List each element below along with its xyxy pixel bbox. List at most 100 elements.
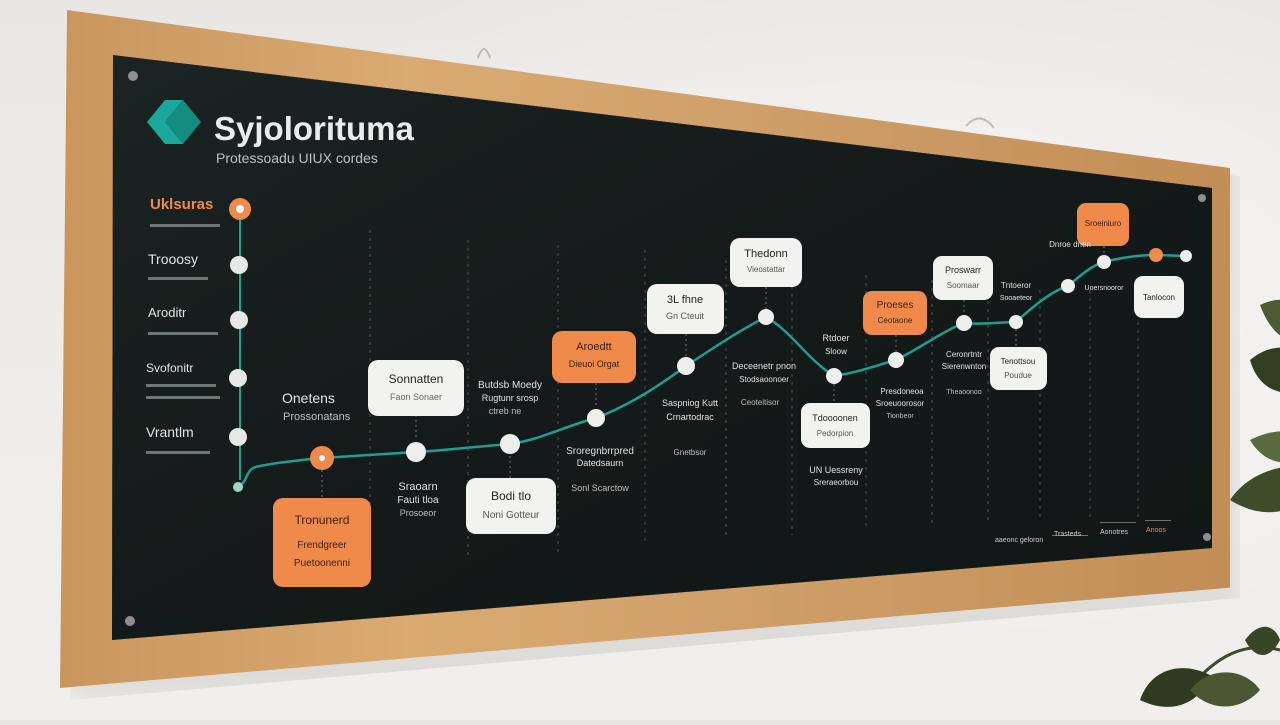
card-title: Proswarr xyxy=(945,265,981,275)
card-line: Noni Gotteur xyxy=(483,510,540,521)
brand-title: Syjolorituma xyxy=(214,110,415,147)
journey-node xyxy=(758,309,774,325)
journey-nodes xyxy=(310,248,1192,470)
step-label-line: Sloow xyxy=(825,347,847,356)
step-label-line: Saspniog Kutt xyxy=(662,398,719,408)
step-label-3: Saspniog Kutt Crnartodrac Gnetbsor xyxy=(662,398,719,457)
step-label-4: Deceenetr pnon Stodsaoonoer Ceoteitisor xyxy=(732,361,796,407)
step-label-8: Ceronrtntr Sierenwnton Theaoonoo xyxy=(942,350,986,396)
footer-item-3: Anoos xyxy=(1146,527,1166,534)
board-sheen xyxy=(112,55,1212,640)
legend-label-1: Trooosy xyxy=(148,251,198,267)
leaf-icon xyxy=(1250,431,1280,462)
card-11[interactable]: Tanlocon xyxy=(1134,276,1184,318)
journey-node xyxy=(1061,279,1075,293)
card-line: Pedorpion xyxy=(817,429,853,438)
hook-icon xyxy=(477,48,491,59)
step-label-line: Sierenwnton xyxy=(942,362,986,371)
footer-item-2: Aonotres xyxy=(1100,529,1129,536)
card-4[interactable]: 3L fhne Gn Cteuit xyxy=(647,284,724,334)
step-label-line: UN Uessreny xyxy=(809,465,863,475)
step-label-line: Sraoarn xyxy=(398,481,437,493)
journey-node xyxy=(406,442,426,462)
card-6[interactable]: Proeses Ceotaone xyxy=(863,291,927,335)
legend-subline xyxy=(146,396,220,399)
journey-path xyxy=(237,253,1187,489)
card-title: Tdoooonen xyxy=(812,413,858,423)
footer-item-1: Trasteds xyxy=(1054,531,1081,538)
screw-icon xyxy=(1203,533,1211,541)
card-title: Aroedtt xyxy=(576,341,611,353)
step-label-line: Deceenetr pnon xyxy=(732,361,796,371)
journey-node xyxy=(1149,248,1163,262)
step-label-line: Butdsb Moedy xyxy=(478,380,542,391)
screw-icon xyxy=(1198,194,1206,202)
screw-icon xyxy=(128,71,138,81)
hook-icon xyxy=(965,117,995,129)
step-label-line: Datedsaurn xyxy=(577,458,624,468)
step-label-2: Sroregnbrrpred Datedsaurn Sonl Scarctow xyxy=(566,446,634,493)
legend-subline xyxy=(146,384,216,387)
step-label-5: Rtdoer Sloow xyxy=(822,333,849,356)
step-label-line: Sooaeteor xyxy=(1000,295,1033,302)
step-label-7: Presdoneoa Sroeuoorosor Tionbeor xyxy=(876,387,925,420)
legend-dot xyxy=(230,311,248,329)
leaf-icon xyxy=(1250,347,1280,392)
card-title: Tanlocon xyxy=(1143,293,1175,302)
legend-label-0: Uklsuras xyxy=(150,196,213,213)
legend-subline xyxy=(150,224,220,227)
step-label-9: Tntoeror Sooaeteor xyxy=(1000,281,1033,302)
legend-label-2: Aroditr xyxy=(148,305,187,320)
card-line: Faon Sonaer xyxy=(390,392,442,402)
leaf-icon xyxy=(1245,626,1280,655)
journey-node xyxy=(1009,315,1023,329)
legend-label-4: Vrantlm xyxy=(146,424,194,440)
card-line: Puetoonenni xyxy=(294,558,350,569)
card-1[interactable]: Sonnatten Faon Sonaer xyxy=(368,360,464,416)
step-label-line: Dnroe dnen xyxy=(1049,240,1091,249)
journey-node xyxy=(888,352,904,368)
step-label-10: Dnroe dnen Uoersnooror xyxy=(1049,240,1124,292)
step-label-line: Ceoteitisor xyxy=(741,398,780,407)
path-start-dot xyxy=(233,482,243,492)
card-title: Sonnatten xyxy=(389,372,444,386)
card-line: Soomaar xyxy=(947,281,980,290)
step-label-0: Sraoarn Fauti tloa Prosoeor xyxy=(397,481,439,518)
card-2[interactable]: Bodi tlo Noni Gotteur xyxy=(466,478,556,534)
legend-label-3: Svofonitr xyxy=(146,361,193,375)
stage-subtitle: Prossonatans xyxy=(283,411,351,423)
card-8[interactable]: Proswarr Soomaar xyxy=(933,256,993,300)
step-label-line: Sroeuoorosor xyxy=(876,399,925,408)
card-7[interactable]: Tdoooonen Pedorpion xyxy=(801,403,870,448)
card-0[interactable]: Tronunerd Frendgreer Puetoonenni xyxy=(273,498,371,587)
footer-item-0: aaeonc geloron xyxy=(995,537,1043,544)
step-label-line: Theaoonoo xyxy=(946,389,982,396)
card-5[interactable]: Thedonn Vieostattar xyxy=(730,238,802,287)
step-label-line: ctreb ne xyxy=(489,406,522,416)
card-line: Gn Cteuit xyxy=(666,311,705,321)
card-line: Frendgreer xyxy=(297,540,347,551)
step-label-line: Sreraeorbou xyxy=(814,478,858,487)
step-label-line: Rugtunr srosp xyxy=(482,393,539,403)
step-label-line: Tionbeor xyxy=(886,413,914,420)
journey-node xyxy=(500,434,520,454)
step-label-line: Fauti tloa xyxy=(397,495,439,506)
card-9[interactable]: Tenottsou Poudue xyxy=(990,347,1047,390)
step-label-line: Sroregnbrrpred xyxy=(566,446,634,457)
card-10[interactable]: Sroeiniuro xyxy=(1077,203,1129,246)
card-title: Sroeiniuro xyxy=(1085,219,1122,228)
legend-subline xyxy=(148,277,208,280)
screw-icon xyxy=(125,616,135,626)
card-title: Bodi tlo xyxy=(491,489,531,503)
card-3[interactable]: Aroedtt Dieuoi Orgat xyxy=(552,331,636,383)
card-line: Vieostattar xyxy=(747,265,785,274)
legend-subline xyxy=(146,451,210,454)
step-label-line: Tntoeror xyxy=(1001,281,1032,290)
step-label-line: Uoersnooror xyxy=(1085,285,1125,292)
leaf-icon xyxy=(1230,467,1280,513)
footer-rule xyxy=(1100,522,1136,523)
legend-dot xyxy=(229,369,247,387)
step-label-line: Stodsaoonoer xyxy=(739,375,789,384)
step-label-line: Presdoneoa xyxy=(880,387,924,396)
journey-node xyxy=(1180,250,1192,262)
